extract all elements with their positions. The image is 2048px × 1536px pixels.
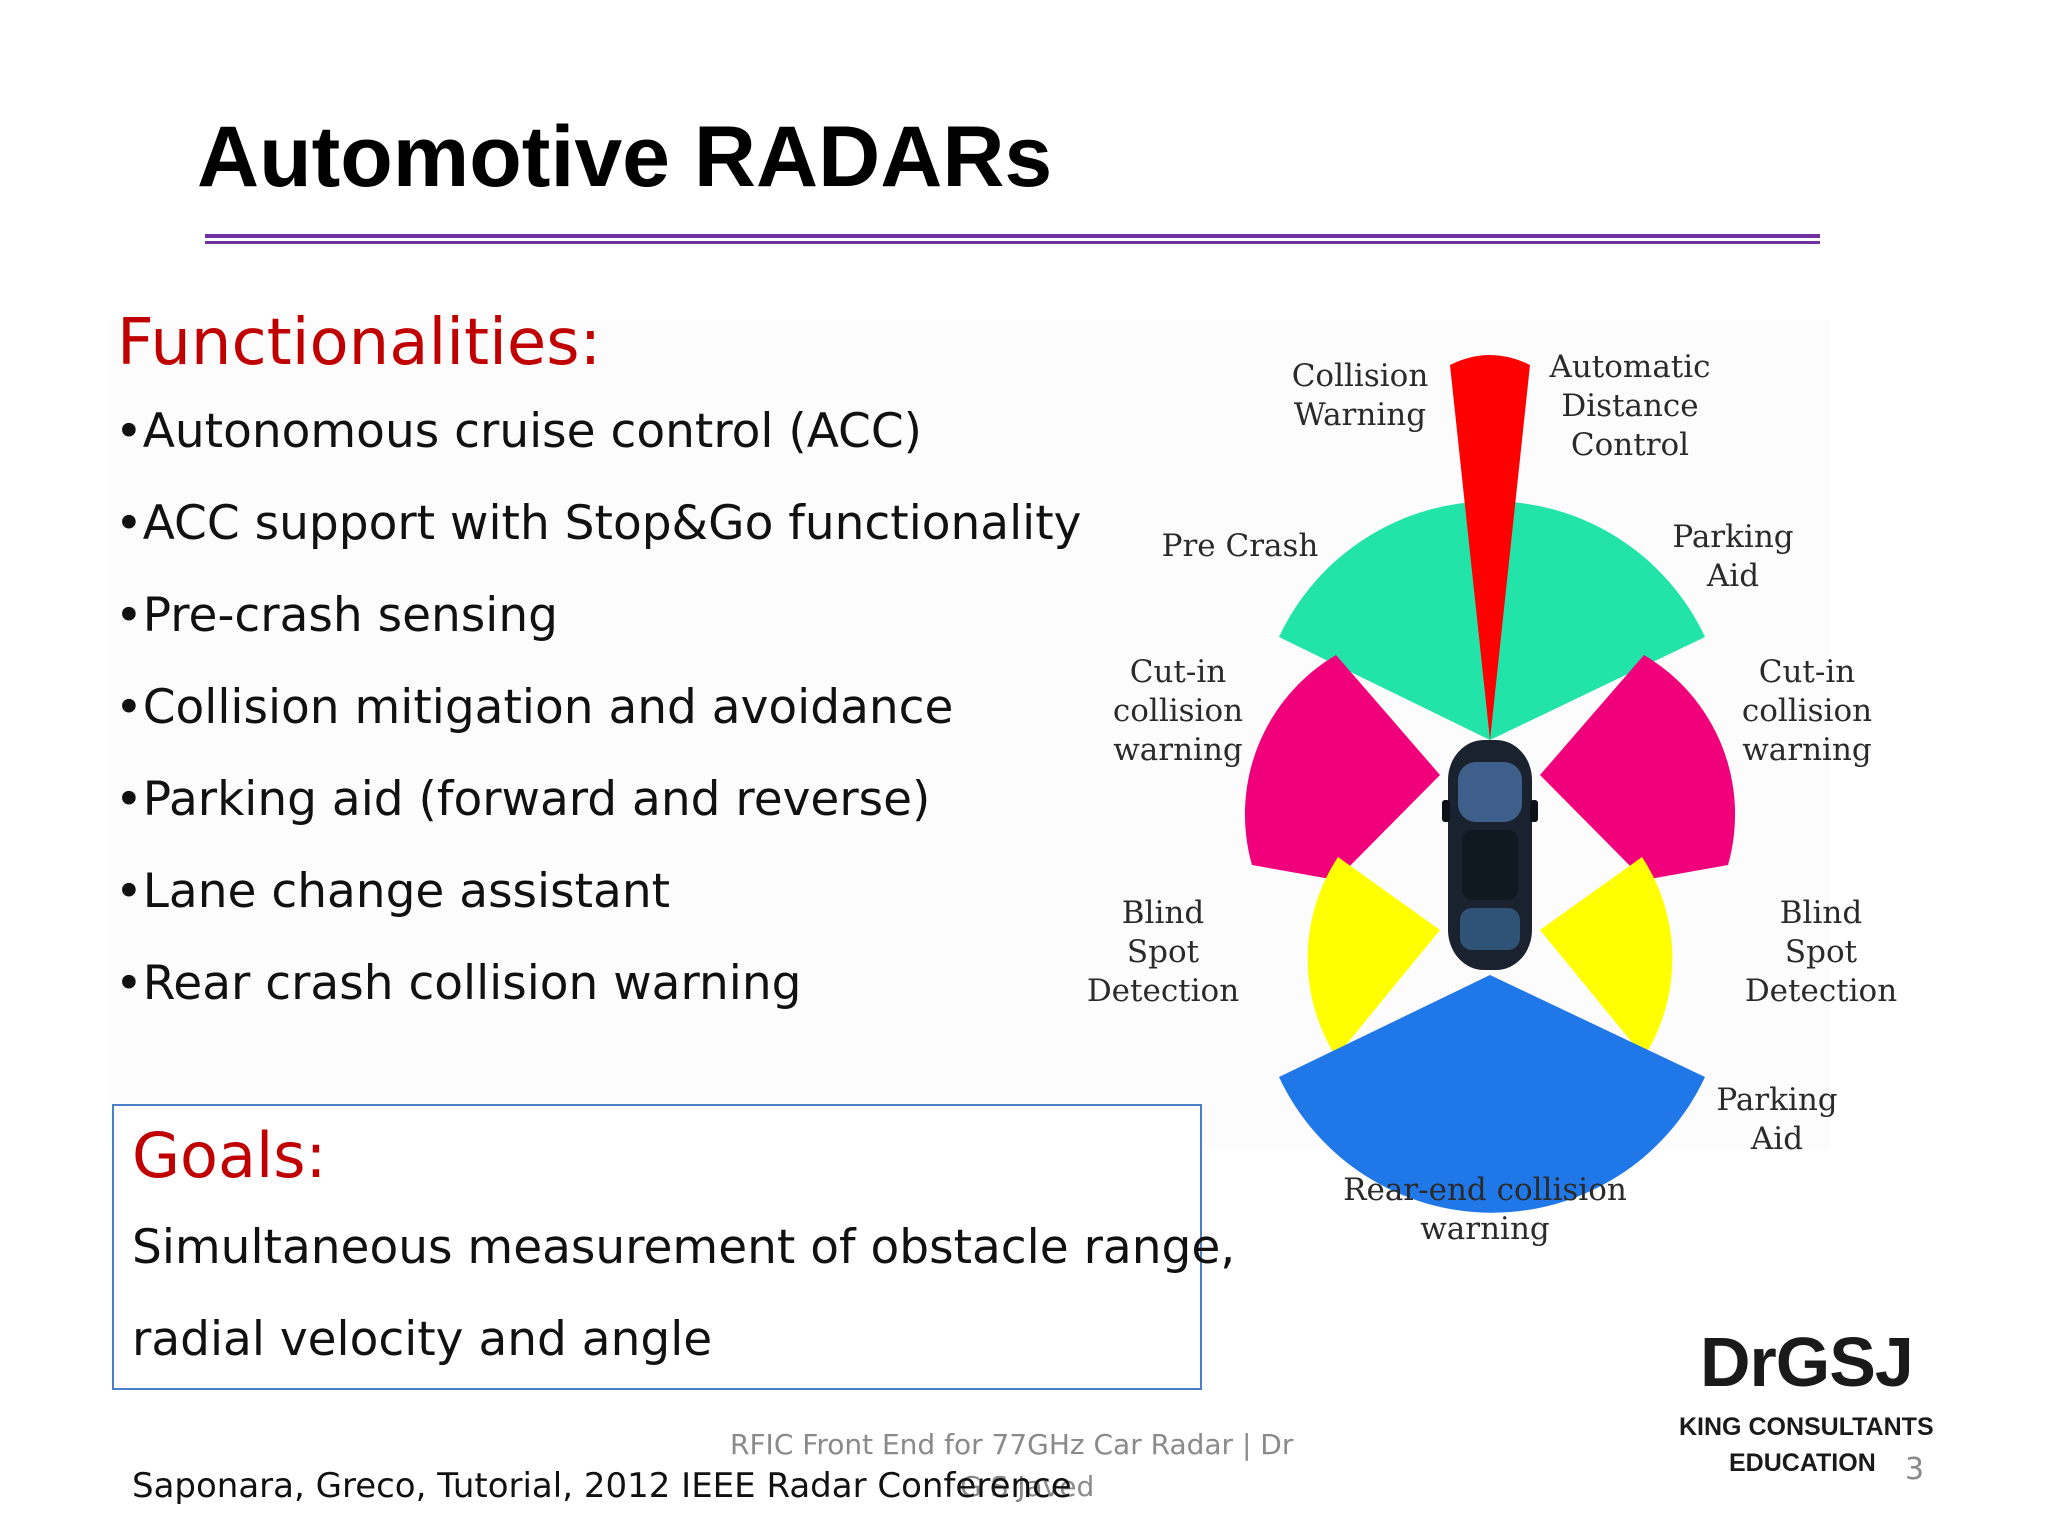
page-number: 3 (1905, 1452, 1925, 1487)
list-item: Autonomous cruise control (ACC) (115, 396, 1081, 488)
rear-zone (1279, 975, 1705, 1213)
footer-title: RFIC Front End for 77GHz Car Radar | Dr (730, 1428, 1294, 1461)
list-item: Parking aid (forward and reverse) (115, 764, 1081, 856)
list-item: Lane change assistant (115, 856, 1081, 948)
long-range-beam (1450, 355, 1530, 740)
blind-spot-left-zone (1307, 857, 1440, 1057)
slide-title: Automotive RADARs (197, 109, 1053, 205)
title-divider-bottom (205, 241, 1820, 244)
goals-box (112, 1104, 1202, 1390)
title-divider-top (205, 234, 1820, 238)
goals-heading: Goals: (132, 1119, 327, 1192)
logo-line-2: EDUCATION (1729, 1449, 1876, 1477)
blind-spot-right-zone (1540, 857, 1673, 1057)
goals-line-2: radial velocity and angle (132, 1312, 713, 1367)
footer-author: G S Javed (960, 1470, 1095, 1503)
cut-in-right-zone (1540, 655, 1736, 880)
functionalities-list: Autonomous cruise control (ACC) ACC supp… (115, 396, 1082, 1040)
list-item: ACC support with Stop&Go functionality (115, 488, 1082, 580)
goals-line-1: Simultaneous measurement of obstacle ran… (132, 1220, 1236, 1275)
logo-line-1: KING CONSULTANTS (1679, 1413, 1934, 1441)
functionalities-heading: Functionalities: (117, 306, 602, 380)
cut-in-left-zone (1244, 655, 1440, 880)
list-item: Collision mitigation and avoidance (115, 672, 1081, 764)
list-item: Pre-crash sensing (115, 580, 1081, 672)
list-item: Rear crash collision warning (115, 948, 1081, 1040)
diagram-label-pre-crash: Pre Crash (1162, 528, 1319, 564)
logo-wordmark: DrGSJ (1700, 1323, 1914, 1401)
car-icon (1442, 740, 1538, 970)
citation: Saponara, Greco, Tutorial, 2012 IEEE Rad… (132, 1466, 1072, 1506)
